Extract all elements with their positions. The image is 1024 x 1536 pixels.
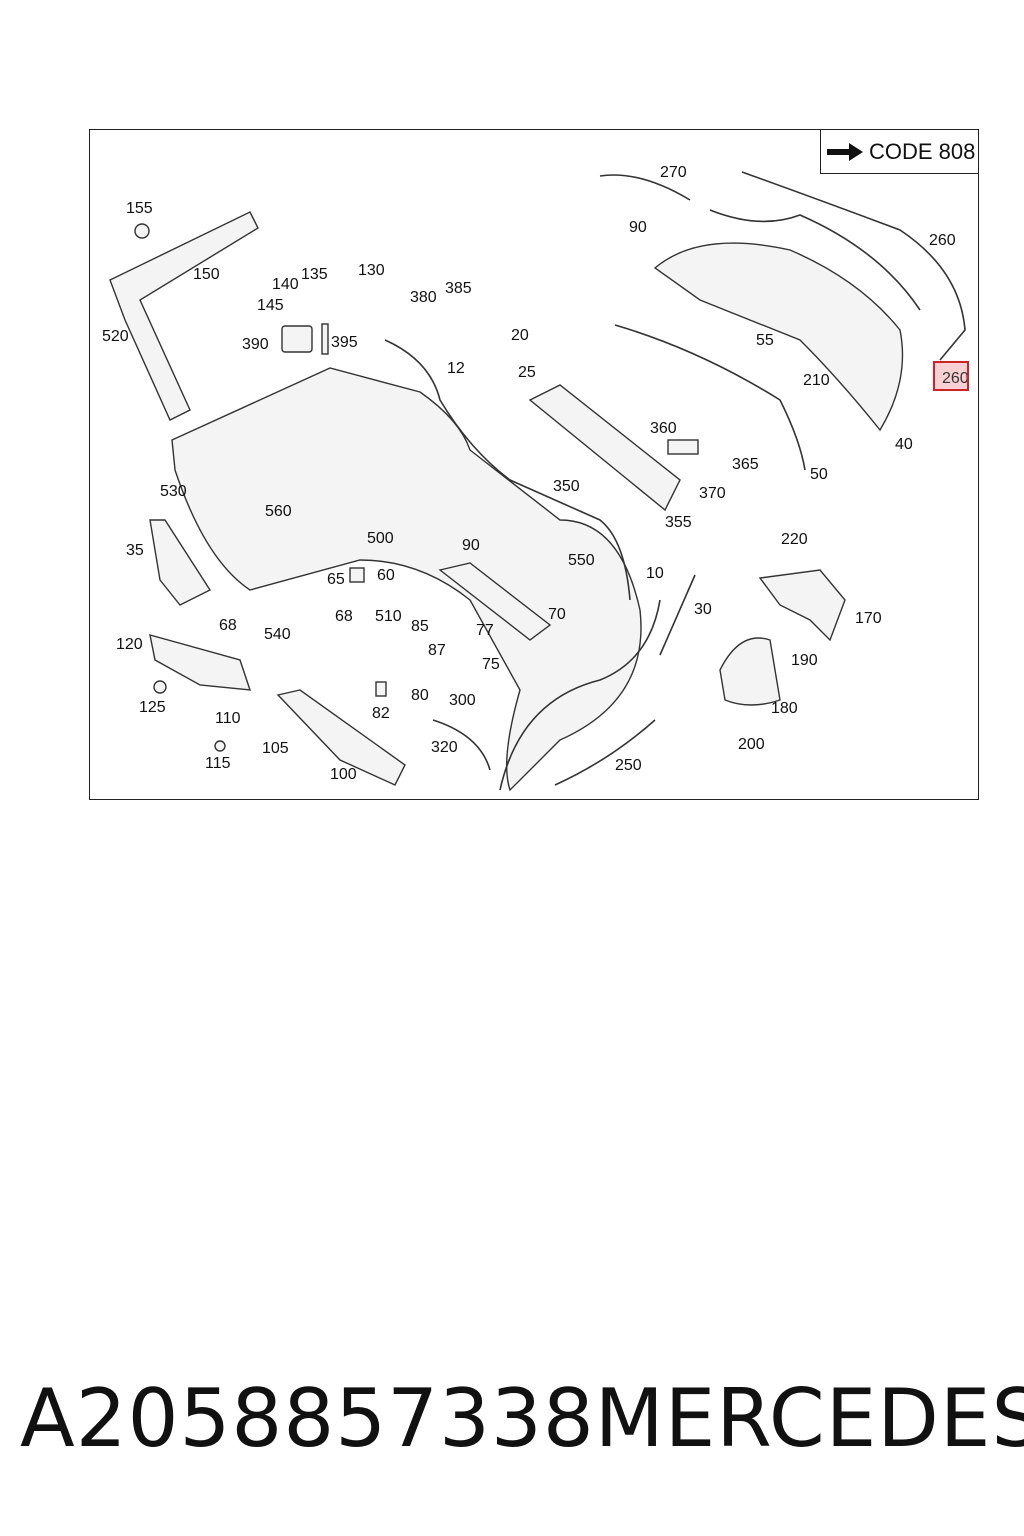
label-65: 65 (327, 571, 345, 588)
highlighted-part-box[interactable]: 260 (933, 361, 969, 391)
label-250: 250 (615, 757, 642, 774)
pad-395 (321, 323, 329, 355)
label-350: 350 (553, 478, 580, 495)
label-135: 135 (301, 266, 328, 283)
label-82: 82 (372, 705, 390, 722)
clip-82 (375, 681, 387, 697)
label-12: 12 (447, 360, 465, 377)
label-90-top: 90 (629, 219, 647, 236)
bracket-70 (438, 562, 552, 641)
label-300: 300 (449, 692, 476, 709)
label-360: 360 (650, 420, 677, 437)
label-85: 85 (411, 618, 429, 635)
bracket-100 (276, 689, 406, 786)
bumper-upper-edge (384, 339, 631, 601)
strip-320 (432, 719, 491, 771)
grille-350 (528, 384, 681, 512)
label-155: 155 (126, 200, 153, 217)
label-365: 365 (732, 456, 759, 473)
label-170: 170 (855, 610, 882, 627)
label-55: 55 (756, 332, 774, 349)
diffuser-40 (653, 242, 904, 432)
label-125: 125 (139, 699, 166, 716)
label-390: 390 (242, 336, 269, 353)
label-35: 35 (126, 542, 144, 559)
label-68-mid: 68 (335, 608, 353, 625)
bracket-35 (149, 519, 212, 606)
label-75: 75 (482, 656, 500, 673)
clip-65 (349, 567, 365, 583)
label-150: 150 (193, 266, 220, 283)
label-380: 380 (410, 289, 437, 306)
label-20: 20 (511, 327, 529, 344)
clip-360 (667, 439, 699, 455)
label-355: 355 (665, 514, 692, 531)
label-190: 190 (791, 652, 818, 669)
label-40: 40 (895, 436, 913, 453)
label-110: 110 (215, 710, 241, 727)
arrow-right-icon (827, 142, 863, 161)
label-385: 385 (445, 280, 472, 297)
label-270: 270 (660, 164, 687, 181)
diffuser-260 (741, 171, 966, 361)
label-87: 87 (428, 642, 446, 659)
label-530: 530 (160, 483, 187, 500)
part-number: A2058857338 (20, 1372, 595, 1465)
label-180: 180 (771, 700, 798, 717)
plate-390 (281, 325, 313, 353)
label-510: 510 (375, 608, 402, 625)
nut-125 (153, 680, 167, 694)
label-60: 60 (377, 567, 395, 584)
label-560: 560 (265, 503, 292, 520)
label-210: 210 (803, 372, 830, 389)
bumper-lower-edge (499, 599, 661, 791)
label-145: 145 (257, 297, 284, 314)
label-395: 395 (331, 334, 358, 351)
label-25: 25 (518, 364, 536, 381)
label-50: 50 (810, 466, 828, 483)
label-540: 540 (264, 626, 291, 643)
strip-270 (599, 174, 691, 201)
label-260: 260 (929, 232, 956, 249)
lower-panel-50 (614, 324, 806, 471)
label-520: 520 (102, 328, 129, 345)
option-code-label: CODE 808 (869, 138, 976, 164)
strip-30 (659, 574, 696, 656)
bracket-170 (758, 569, 846, 642)
label-68-left: 68 (219, 617, 237, 634)
label-120: 120 (116, 636, 143, 653)
label-70: 70 (548, 606, 566, 623)
label-80: 80 (411, 687, 429, 704)
label-105: 105 (262, 740, 289, 757)
nut-115 (214, 740, 226, 752)
label-90-mid: 90 (462, 537, 480, 554)
side-bracket-150 (109, 211, 259, 421)
label-500: 500 (367, 530, 394, 547)
label-130: 130 (358, 262, 385, 279)
option-code-box: CODE 808 (820, 129, 979, 174)
label-30: 30 (694, 601, 712, 618)
label-115: 115 (205, 755, 231, 772)
strip-250 (554, 719, 656, 786)
footer: A2058857338 MERCEDES (20, 1372, 1024, 1465)
label-220: 220 (781, 531, 808, 548)
bracket-120 (149, 634, 252, 691)
label-550: 550 (568, 552, 595, 569)
trim-260 (709, 209, 921, 311)
parts-diagram: 270 260 90 155 150 140 135 130 145 520 3… (102, 164, 966, 792)
label-200: 200 (738, 736, 765, 753)
bumper-shell (171, 367, 642, 792)
label-370: 370 (699, 485, 726, 502)
label-320: 320 (431, 739, 458, 756)
bracket-180 (719, 637, 781, 706)
label-10: 10 (646, 565, 664, 582)
highlighted-part-label: 260 (942, 370, 967, 387)
label-140: 140 (272, 276, 299, 293)
diagram-frame (89, 129, 979, 800)
clip-155 (134, 223, 150, 239)
label-77: 77 (476, 622, 494, 639)
label-100: 100 (330, 766, 357, 783)
brand-name: MERCEDES (594, 1372, 1024, 1465)
